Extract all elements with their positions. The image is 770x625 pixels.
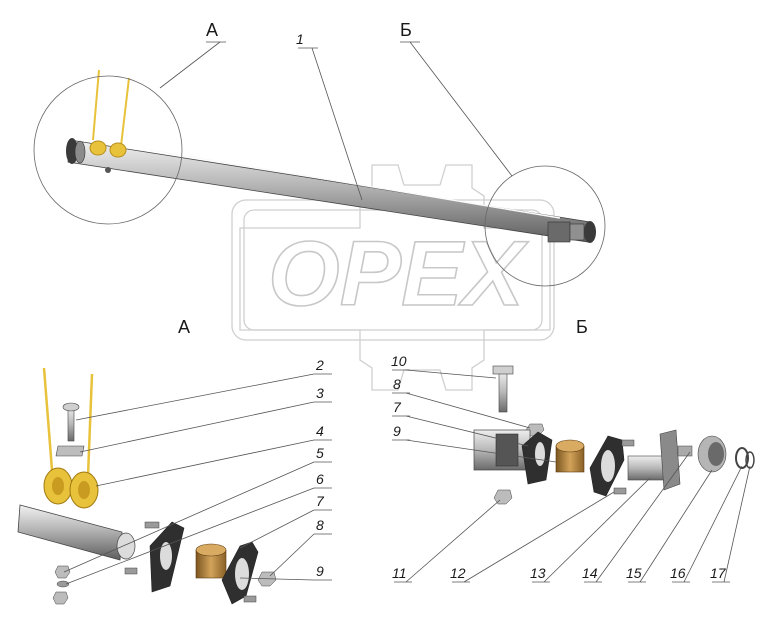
shaft-end <box>17 504 123 561</box>
detail-a-parts <box>17 367 277 605</box>
callout-13: 13 <box>530 565 546 581</box>
bushing-6 <box>195 543 227 579</box>
bolt-2 <box>62 402 80 442</box>
callout-10: 10 <box>391 353 407 369</box>
callout-16: 16 <box>670 565 686 581</box>
callout-11: 11 <box>392 565 407 581</box>
ring-16 <box>735 447 749 469</box>
right-bracket <box>547 221 571 243</box>
roller-15 <box>697 435 727 473</box>
left-flange <box>66 138 78 164</box>
logo-text: OPEX <box>268 223 528 325</box>
callout-numbers: 1 2 3 4 5 6 7 8 9 10 8 7 9 11 12 13 14 1… <box>296 31 727 581</box>
callout-14: 14 <box>582 565 598 581</box>
bolt-lower-right <box>243 595 257 603</box>
detail-circle-b <box>484 165 606 287</box>
view-label-b-top: Б <box>400 20 412 40</box>
bracket-end <box>473 429 531 471</box>
bolt-10 <box>492 365 514 413</box>
view-label-a-detail: А <box>178 317 190 337</box>
ring-17 <box>745 451 755 469</box>
bushing-9-b <box>555 439 585 473</box>
leader-lines <box>63 47 751 585</box>
washer-6 <box>56 580 70 588</box>
nut-11 <box>493 489 513 505</box>
callout-12: 12 <box>450 565 466 581</box>
callout-5: 5 <box>316 445 324 461</box>
callout-8: 8 <box>316 517 324 533</box>
crank-arm <box>627 429 693 491</box>
callout-2: 2 <box>315 357 324 373</box>
nut-8-bottom <box>52 591 69 605</box>
callout-6: 6 <box>316 471 324 487</box>
bolt-4-lower <box>124 567 138 575</box>
gear-outline-icon <box>239 164 551 391</box>
bolt-4 <box>144 521 160 529</box>
callout-3: 3 <box>316 385 324 401</box>
callout-9-b: 9 <box>393 423 401 439</box>
callout-17: 17 <box>710 565 727 581</box>
shaft-assembly <box>66 69 596 243</box>
spring-pair-top <box>89 69 130 158</box>
torsion-spring <box>42 367 99 509</box>
view-label-a-top: А <box>206 20 218 40</box>
plate-3 <box>55 445 85 457</box>
detail-circle-a <box>33 75 183 225</box>
callout-4: 4 <box>316 423 324 439</box>
nut-5 <box>54 565 71 579</box>
callout-8-b: 8 <box>393 376 401 392</box>
watermark-logo: OPEX <box>231 164 555 391</box>
view-label-b-detail: Б <box>576 317 588 337</box>
detail-b-parts <box>473 365 755 505</box>
callout-7: 7 <box>316 493 325 509</box>
callout-15: 15 <box>626 565 642 581</box>
callout-7-b: 7 <box>393 399 402 415</box>
callout-1: 1 <box>296 31 304 47</box>
callout-9: 9 <box>316 563 324 579</box>
